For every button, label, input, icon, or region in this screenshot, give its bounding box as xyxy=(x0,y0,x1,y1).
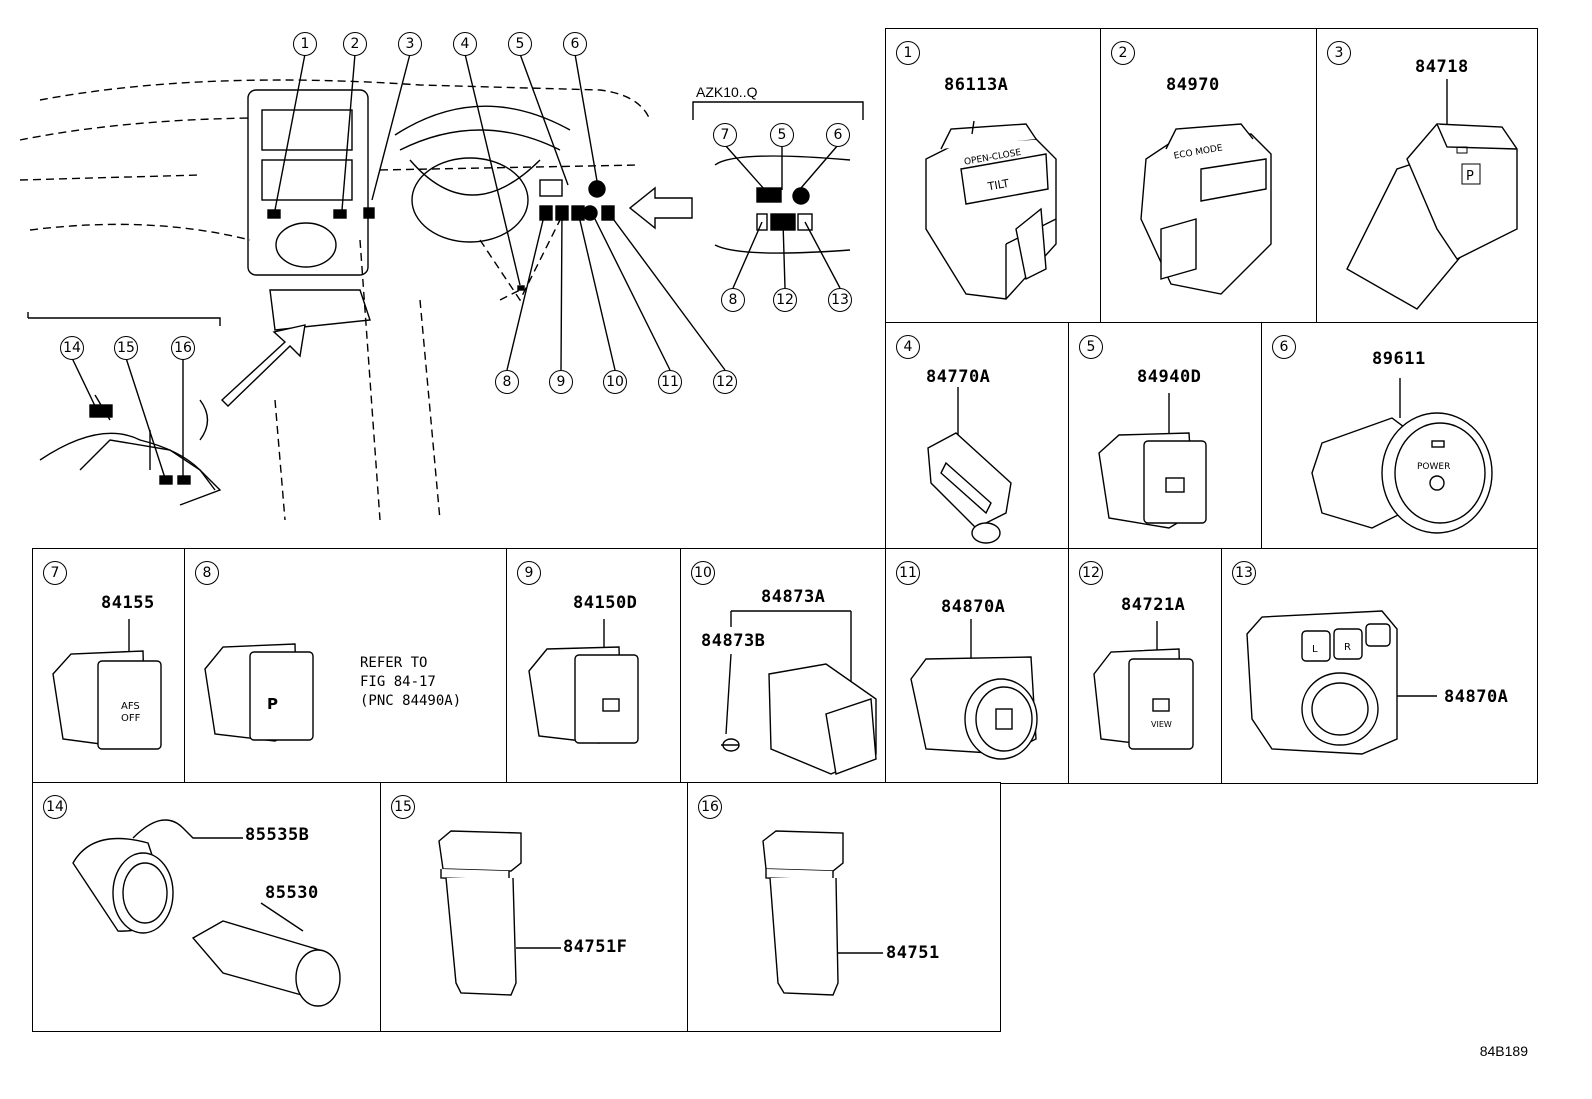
part-number[interactable]: 84150D xyxy=(573,593,638,613)
cell-number: 14 xyxy=(43,795,67,819)
desc-tilt: TILT xyxy=(986,177,1010,194)
part-number[interactable]: 84770A xyxy=(926,367,991,387)
overview-callout-3[interactable]: 3 xyxy=(398,32,422,56)
fog-lamp-switch-icon xyxy=(528,619,639,744)
cell-number: 15 xyxy=(391,795,415,819)
part-cell-15[interactable]: 15 84751F xyxy=(380,782,689,1032)
cell-number: 9 xyxy=(517,561,541,585)
parking-switch-icon: P xyxy=(1346,79,1518,310)
seat-heater-switch-icon xyxy=(438,830,561,996)
variant-callout-8[interactable]: 8 xyxy=(721,288,745,312)
part-number-plug[interactable]: 85530 xyxy=(265,883,319,903)
overview-callout-2[interactable]: 2 xyxy=(343,32,367,56)
figure-id: 84B189 xyxy=(1479,1043,1528,1059)
part-cell-13[interactable]: 13 84870A L R xyxy=(1221,548,1538,784)
part-cell-2[interactable]: 2 84970 ECO MODE xyxy=(1100,28,1318,324)
desc-p: P xyxy=(1466,169,1474,184)
svg-text:P: P xyxy=(267,695,278,713)
part-cell-9[interactable]: 9 84150D xyxy=(506,548,682,784)
cell-number: 3 xyxy=(1327,41,1351,65)
cell-number: 16 xyxy=(698,795,722,819)
part-number-clip[interactable]: 84873B xyxy=(701,631,766,651)
variant-label: AZK10..Q xyxy=(696,84,758,100)
part-cell-3[interactable]: 3 84718 P xyxy=(1316,28,1538,324)
seat-heater-switch-icon xyxy=(762,830,883,996)
afs-off-switch-icon: AFS OFF xyxy=(52,619,162,750)
desc-afs: AFS xyxy=(121,701,140,712)
small-connector-switch-icon xyxy=(927,387,1012,544)
desc-off: OFF xyxy=(121,713,141,724)
dashboard-overview-illustration xyxy=(19,53,864,521)
overview-callout-12[interactable]: 12 xyxy=(713,370,737,394)
overview-callout-10[interactable]: 10 xyxy=(603,370,627,394)
part-number[interactable]: 84970 xyxy=(1166,75,1220,95)
part-cell-4[interactable]: 4 84770A xyxy=(885,322,1070,550)
part-number-socket[interactable]: 85535B xyxy=(245,825,310,845)
overview-callout-8[interactable]: 8 xyxy=(495,370,519,394)
part-number[interactable]: 86113A xyxy=(944,75,1009,95)
overview-callout-4[interactable]: 4 xyxy=(453,32,477,56)
desc-r: R xyxy=(1344,642,1351,653)
part-cell-8[interactable]: 8 REFER TO FIG 84-17 (PNC 84490A) P xyxy=(184,548,508,784)
overview-callout-1[interactable]: 1 xyxy=(293,32,317,56)
overview-callout-11[interactable]: 11 xyxy=(658,370,682,394)
part-number[interactable]: 84721A xyxy=(1121,595,1186,615)
part-number[interactable]: 84873A xyxy=(761,587,826,607)
mirror-knob-switch-icon xyxy=(910,619,1038,760)
cell-number: 4 xyxy=(896,335,920,359)
view-switch-icon: VIEW xyxy=(1093,621,1194,750)
cell-number: 11 xyxy=(896,561,920,585)
mirror-switch-assembly-icon xyxy=(721,610,877,775)
desc-view: VIEW xyxy=(1151,720,1172,729)
part-number[interactable]: 84870A xyxy=(1444,687,1509,707)
cell-number: 7 xyxy=(43,561,67,585)
console-callout-15[interactable]: 15 xyxy=(114,336,138,360)
cell-number: 5 xyxy=(1079,335,1103,359)
heater-switch-icon xyxy=(1098,393,1207,529)
eco-mode-switch-icon: ECO MODE xyxy=(1140,123,1272,295)
variant-callout-6[interactable]: 6 xyxy=(826,123,850,147)
overview-callout-9[interactable]: 9 xyxy=(549,370,573,394)
console-callout-14[interactable]: 14 xyxy=(60,336,84,360)
desc-l: L xyxy=(1312,644,1318,655)
part-number[interactable]: 84940D xyxy=(1137,367,1202,387)
part-number[interactable]: 84751F xyxy=(563,937,628,957)
part-cell-7[interactable]: 7 84155 AFS OFF xyxy=(32,548,186,784)
part-number[interactable]: 84870A xyxy=(941,597,1006,617)
parking-assist-switch-icon: P xyxy=(204,643,314,742)
part-cell-14[interactable]: 14 85535B 85530 xyxy=(32,782,382,1032)
variant-callout-13[interactable]: 13 xyxy=(828,288,852,312)
cell-number: 13 xyxy=(1232,561,1256,585)
part-cell-6[interactable]: 6 89611 POWER xyxy=(1261,322,1538,550)
part-cell-12[interactable]: 12 84721A VIEW xyxy=(1068,548,1223,784)
desc-power: POWER xyxy=(1417,462,1450,472)
refer-note[interactable]: REFER TO FIG 84-17 (PNC 84490A) xyxy=(360,655,462,709)
tilt-switch-icon: OPEN-CLOSE TILT xyxy=(925,120,1057,300)
part-cell-11[interactable]: 11 84870A xyxy=(885,548,1070,784)
cell-number: 10 xyxy=(691,561,715,585)
variant-callout-12[interactable]: 12 xyxy=(773,288,797,312)
cell-number: 6 xyxy=(1272,335,1296,359)
console-callout-16[interactable]: 16 xyxy=(171,336,195,360)
part-cell-10[interactable]: 10 84873A 84873B xyxy=(680,548,887,784)
part-cell-5[interactable]: 5 84940D xyxy=(1068,322,1263,550)
part-number[interactable]: 84751 xyxy=(886,943,940,963)
part-number[interactable]: 84155 xyxy=(101,593,155,613)
cell-number: 12 xyxy=(1079,561,1103,585)
mirror-control-switch-icon: L R xyxy=(1246,610,1437,755)
part-number[interactable]: 89611 xyxy=(1372,349,1426,369)
part-cell-1[interactable]: 1 86113A OPEN-CLOSE TILT xyxy=(885,28,1102,324)
part-cell-16[interactable]: 16 84751 xyxy=(687,782,1001,1032)
part-number[interactable]: 84718 xyxy=(1415,57,1469,77)
variant-callout-7[interactable]: 7 xyxy=(713,123,737,147)
cell-number: 8 xyxy=(195,561,219,585)
overview-callout-6[interactable]: 6 xyxy=(563,32,587,56)
cell-number: 2 xyxy=(1111,41,1135,65)
power-button-icon: POWER xyxy=(1311,378,1493,534)
cell-number: 1 xyxy=(896,41,920,65)
variant-callout-5[interactable]: 5 xyxy=(770,123,794,147)
power-outlet-icon xyxy=(72,819,341,1007)
overview-callout-5[interactable]: 5 xyxy=(508,32,532,56)
